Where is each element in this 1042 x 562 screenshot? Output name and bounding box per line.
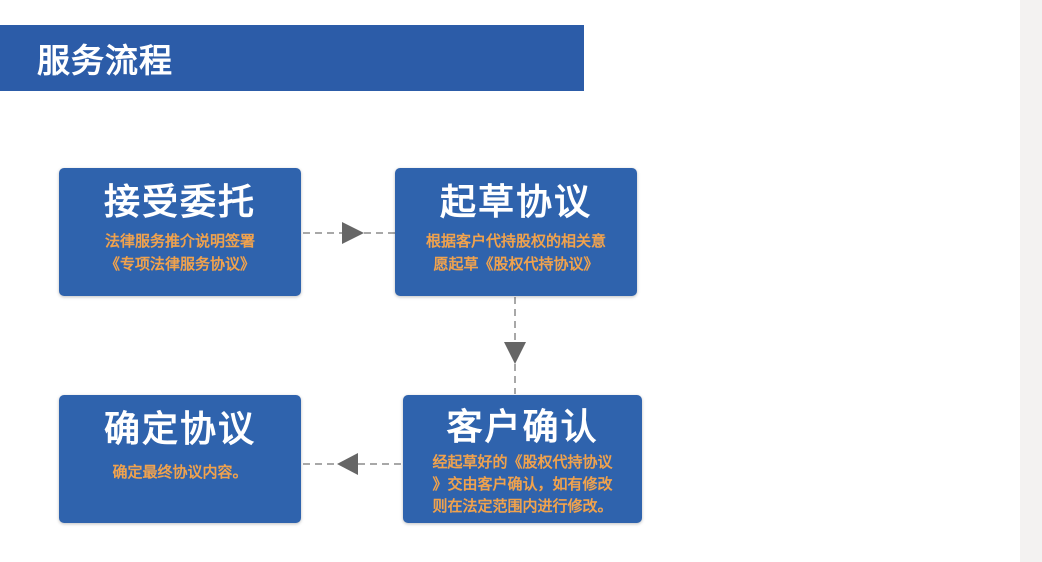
step-description-line: 经起草好的《股权代持协议 xyxy=(432,453,613,471)
header-banner: 服务流程 xyxy=(0,25,584,91)
step-description: 经起草好的《股权代持协议 》交由客户确认，如有修改 则在法定范围内进行修改。 xyxy=(403,451,642,517)
step-title: 起草协议 xyxy=(439,181,592,223)
step-description-line: 法律服务推介说明签署 xyxy=(104,232,255,250)
step-card-accept-commission: 接受委托 法律服务推介说明签署 《专项法律服务协议》 xyxy=(59,168,301,296)
step-description-line: 根据客户代持股权的相关意 xyxy=(425,232,606,250)
step-card-client-confirm: 客户确认 经起草好的《股权代持协议 》交由客户确认，如有修改 则在法定范围内进行… xyxy=(403,395,642,523)
step-card-finalize-agreement: 确定协议 确定最终协议内容。 xyxy=(59,395,301,523)
step-title: 客户确认 xyxy=(446,406,599,448)
arrow-left-icon xyxy=(337,453,358,475)
step-description-line: 》交由客户确认，如有修改 xyxy=(432,475,613,493)
step-description-line: 愿起草《股权代持协议》 xyxy=(433,255,599,273)
page-title: 服务流程 xyxy=(37,41,173,80)
step-description-line: 《专项法律服务协议》 xyxy=(104,255,255,273)
step-title: 确定协议 xyxy=(103,408,256,450)
step-description-line: 则在法定范围内进行修改。 xyxy=(432,497,613,515)
step-description: 根据客户代持股权的相关意 愿起草《股权代持协议》 xyxy=(395,230,637,276)
step-description: 确定最终协议内容。 xyxy=(59,461,301,484)
arrow-down-icon xyxy=(504,342,526,364)
step-description-line: 确定最终协议内容。 xyxy=(112,463,248,481)
step-description: 法律服务推介说明签署 《专项法律服务协议》 xyxy=(59,230,301,276)
step-title: 接受委托 xyxy=(103,181,256,223)
right-edge-strip xyxy=(1020,0,1042,562)
arrow-right-icon xyxy=(342,222,364,244)
step-card-draft-agreement: 起草协议 根据客户代持股权的相关意 愿起草《股权代持协议》 xyxy=(395,168,637,296)
